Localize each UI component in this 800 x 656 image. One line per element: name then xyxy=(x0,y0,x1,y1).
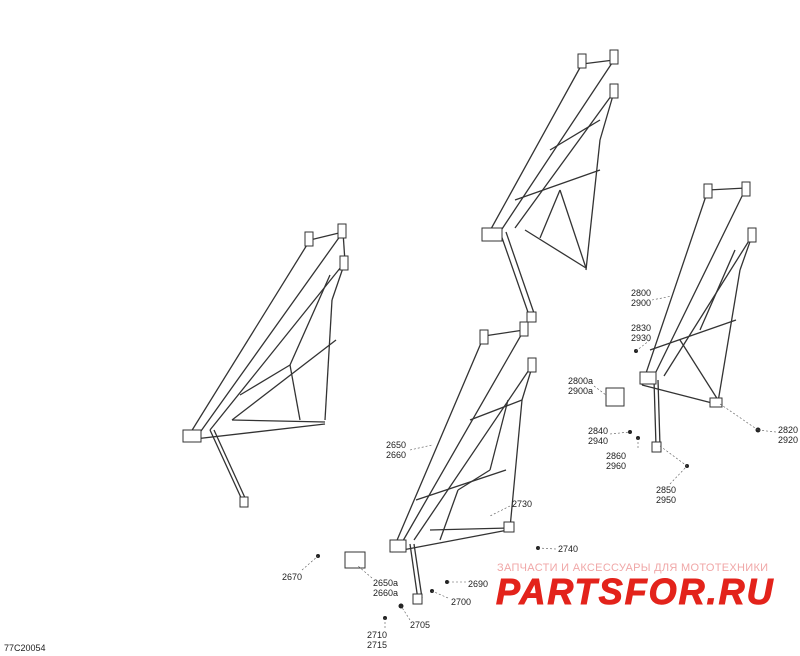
callout-2705: 2705 xyxy=(410,620,431,630)
callout-2690: 2690 xyxy=(468,579,489,589)
callout-2700: 2700 xyxy=(451,597,472,607)
clamp-2650a xyxy=(344,551,366,569)
watermark-logo: PARTSFOR.RU xyxy=(496,573,775,611)
frame-center xyxy=(389,321,537,605)
nut-2820 xyxy=(755,427,761,433)
callout-2740: 2740 xyxy=(558,544,579,554)
callout-2730: 2730 xyxy=(512,499,533,509)
loose-parts xyxy=(316,349,761,620)
callout-2670: 2670 xyxy=(282,572,303,582)
frame-left xyxy=(182,223,349,508)
nut-2690 xyxy=(445,580,449,584)
clamp-2800a xyxy=(605,387,625,407)
watermark-logo-text: PARTSFOR.RU xyxy=(496,573,775,611)
frame-top xyxy=(481,49,619,323)
leader-lines xyxy=(301,295,777,628)
watermark-tagline: ЗАПЧАСТИ И АКСЕССУАРЫ ДЛЯ МОТОТЕХНИКИ xyxy=(497,562,769,574)
figure-code: 77C20054 xyxy=(4,643,46,653)
frame-right xyxy=(639,181,757,453)
bolt-2740 xyxy=(536,546,540,550)
